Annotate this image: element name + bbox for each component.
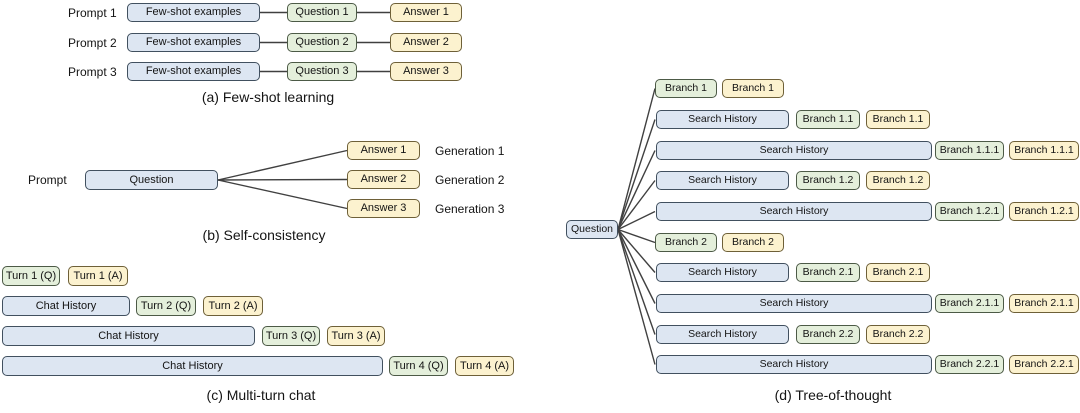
prompt-label: Prompt [28, 173, 67, 187]
search-history-box: Search History [656, 325, 789, 344]
branch-question-box: Branch 1.1.1 [935, 141, 1004, 160]
question-box: Question 1 [287, 3, 357, 22]
branch-question-box: Branch 2 [655, 233, 717, 252]
search-history-box: Search History [656, 141, 932, 160]
connector-line [617, 229, 656, 273]
answer-box: Answer 1 [390, 3, 462, 22]
search-history-box: Search History [656, 202, 932, 221]
connector-line [617, 210, 656, 231]
turn-answer-box: Turn 2 (A) [203, 296, 263, 316]
turn-question-box: Turn 4 (Q) [389, 356, 448, 376]
prompt-row-label: Prompt 1 [68, 5, 117, 20]
turn-answer-box: Turn 4 (A) [455, 356, 514, 376]
branch-question-box: Branch 1.2.1 [935, 202, 1004, 221]
turn-question-box: Turn 3 (Q) [262, 326, 320, 346]
question-box: Question 2 [287, 33, 357, 52]
chat-history-box: Chat History [2, 356, 383, 376]
branch-answer-box: Branch 2.2.1 [1009, 355, 1079, 374]
question-box: Question 3 [287, 62, 357, 81]
chat-history-box: Chat History [2, 296, 130, 316]
connector-line [617, 180, 656, 230]
caption-self-consistency: (b) Self-consistency [202, 227, 326, 243]
answer-box: Answer 3 [390, 62, 462, 81]
turn-question-box: Turn 2 (Q) [136, 296, 196, 316]
branch-answer-box: Branch 1.1 [866, 110, 930, 129]
connector-line [217, 149, 348, 181]
few-shot-examples-box: Few-shot examples [127, 33, 260, 52]
branch-question-box: Branch 1.1 [796, 110, 860, 129]
search-history-box: Search History [656, 355, 932, 374]
connector-line [617, 228, 656, 244]
prompt-row-label: Prompt 2 [68, 35, 117, 50]
branch-question-box: Branch 2.2 [796, 325, 860, 344]
question-box: Question [85, 170, 218, 190]
branch-answer-box: Branch 2.1 [866, 263, 930, 282]
branch-answer-box: Branch 1.1.1 [1009, 141, 1079, 160]
connector-line [217, 178, 348, 181]
answer-box: Answer 2 [347, 170, 420, 189]
connector-line [617, 88, 656, 230]
branch-answer-box: Branch 1.2.1 [1009, 202, 1079, 221]
search-history-box: Search History [656, 294, 932, 313]
prompt-row-label: Prompt 3 [68, 64, 117, 79]
branch-answer-box: Branch 2.1.1 [1009, 294, 1079, 313]
caption-tree-of-thought: (d) Tree-of-thought [774, 387, 892, 403]
few-shot-examples-box: Few-shot examples [127, 3, 260, 22]
answer-box: Answer 3 [347, 199, 420, 218]
turn-question-box: Turn 1 (Q) [2, 266, 60, 286]
connector-line [217, 179, 348, 210]
branch-question-box: Branch 2.1 [796, 263, 860, 282]
turn-answer-box: Turn 3 (A) [327, 326, 385, 346]
answer-box: Answer 1 [347, 141, 420, 160]
branch-answer-box: Branch 2.2 [866, 325, 930, 344]
chat-history-box: Chat History [2, 326, 255, 346]
generation-label: Generation 2 [435, 172, 505, 187]
connector-line [617, 229, 656, 335]
connector-line [617, 150, 656, 230]
connector-line [617, 229, 656, 304]
few-shot-examples-box: Few-shot examples [127, 62, 260, 81]
question-box: Question [566, 220, 618, 239]
branch-question-box: Branch 1.2 [796, 171, 860, 190]
branch-question-box: Branch 2.1.1 [935, 294, 1004, 313]
answer-box: Answer 2 [390, 33, 462, 52]
turn-answer-box: Turn 1 (A) [68, 266, 128, 286]
branch-question-box: Branch 1 [655, 79, 717, 98]
caption-few-shot-learning: (a) Few-shot learning [201, 89, 335, 105]
branch-answer-box: Branch 2 [722, 233, 784, 252]
search-history-box: Search History [656, 263, 789, 282]
branch-answer-box: Branch 1 [722, 79, 784, 98]
search-history-box: Search History [656, 171, 789, 190]
generation-label: Generation 3 [435, 201, 505, 216]
connector-line [617, 229, 656, 365]
branch-answer-box: Branch 1.2 [866, 171, 930, 190]
search-history-box: Search History [656, 110, 789, 129]
branch-question-box: Branch 2.2.1 [935, 355, 1004, 374]
connector-line [617, 119, 656, 230]
caption-multi-turn-chat: (c) Multi-turn chat [206, 387, 316, 403]
generation-label: Generation 1 [435, 143, 505, 158]
